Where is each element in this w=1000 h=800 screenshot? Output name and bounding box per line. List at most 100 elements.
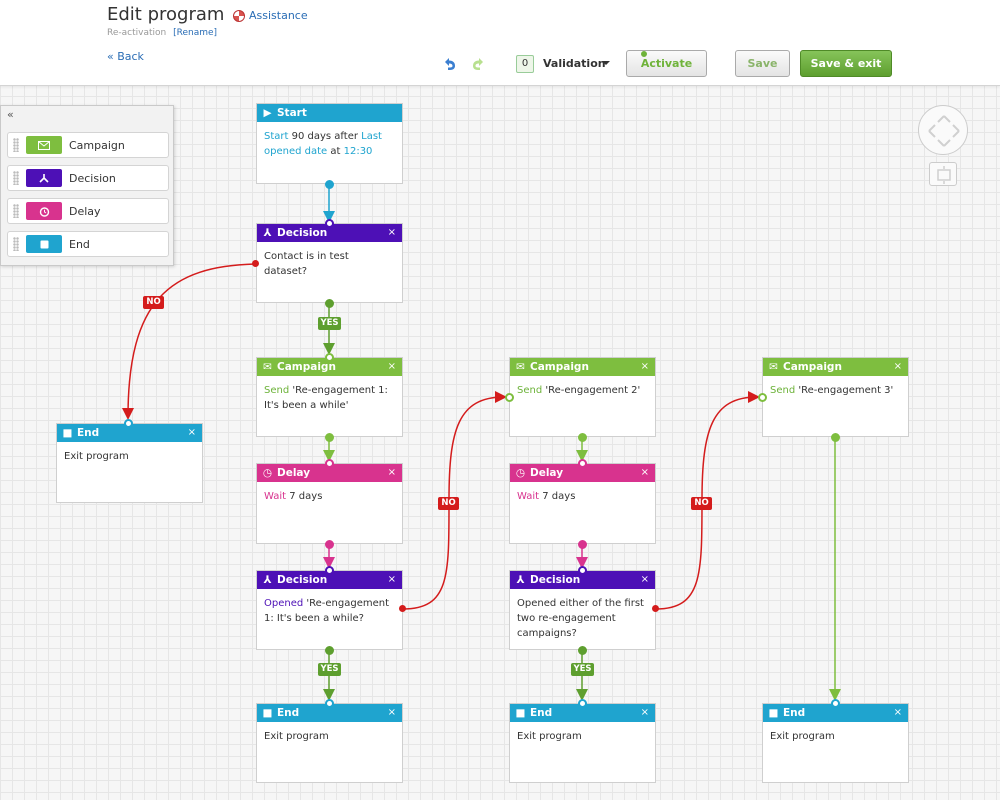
branch-icon (26, 169, 62, 187)
date-field-link[interactable]: Last opened date (264, 131, 382, 157)
input-port[interactable] (578, 699, 587, 708)
node-title: Campaign (783, 361, 842, 373)
save-exit-button[interactable]: Save & exit (800, 50, 892, 77)
output-port[interactable] (399, 605, 406, 612)
save-button[interactable]: Save (735, 50, 790, 77)
input-port[interactable] (831, 699, 840, 708)
node-title: Decision (277, 227, 328, 239)
close-icon[interactable]: × (893, 707, 902, 718)
input-port[interactable] (325, 353, 334, 362)
node-header: ■End × (763, 704, 908, 722)
palette-item-delay[interactable]: Delay (7, 198, 169, 224)
drag-handle-icon[interactable] (13, 204, 19, 218)
redo-icon[interactable] (470, 56, 486, 72)
output-port[interactable] (325, 540, 334, 549)
send-keyword[interactable]: Send (770, 385, 796, 396)
opened-keyword[interactable]: Opened (264, 598, 304, 609)
input-port[interactable] (325, 219, 334, 228)
back-link[interactable]: « Back (107, 50, 144, 63)
node-title: Delay (277, 467, 311, 479)
send-keyword[interactable]: Send (264, 385, 290, 396)
output-port[interactable] (578, 646, 587, 655)
palette-item-campaign[interactable]: Campaign (7, 132, 169, 158)
close-icon[interactable]: × (387, 707, 396, 718)
end-node[interactable]: ■End × Exit program (256, 703, 403, 783)
wait-keyword[interactable]: Wait (264, 491, 287, 502)
node-content: Wait 7 days (257, 482, 402, 511)
alarm-clock-icon: ◷ (262, 467, 273, 479)
delay-node[interactable]: ◷ Delay × Wait 7 days (256, 463, 403, 544)
palette-item-end[interactable]: End (7, 231, 169, 257)
square-stop-icon: ■ (262, 707, 273, 719)
output-port[interactable] (652, 605, 659, 612)
activate-button[interactable]: Activate (626, 50, 707, 77)
palette-item-decision[interactable]: Decision (7, 165, 169, 191)
close-icon[interactable]: × (387, 227, 396, 238)
campaign-node[interactable]: ✉Campaign × Send 'Re-engagement 1: It's … (256, 357, 403, 437)
node-title: Delay (530, 467, 564, 479)
close-icon[interactable]: × (387, 467, 396, 478)
output-port[interactable] (578, 540, 587, 549)
header-bar: Edit program Assistance Re-activation [R… (0, 0, 1000, 86)
output-port[interactable] (325, 433, 334, 442)
node-content: Wait 7 days (510, 482, 655, 511)
validation-count-badge: 0 (516, 55, 534, 73)
input-port[interactable] (758, 393, 767, 402)
caret-down-icon[interactable] (602, 61, 610, 65)
end-node[interactable]: ■End × Exit program (509, 703, 656, 783)
start-keyword[interactable]: Start (264, 131, 289, 142)
input-port[interactable] (578, 566, 587, 575)
output-port[interactable] (252, 260, 259, 267)
status-dot-icon (640, 51, 647, 57)
input-port[interactable] (325, 566, 334, 575)
decision-node[interactable]: ⅄Decision × Opened 'Re-engagement 1: It'… (256, 570, 403, 650)
drag-handle-icon[interactable] (13, 138, 19, 152)
close-icon[interactable]: × (387, 361, 396, 372)
close-icon[interactable]: × (640, 574, 649, 585)
send-keyword[interactable]: Send (517, 385, 543, 396)
node-title: Decision (277, 574, 328, 586)
close-icon[interactable]: × (640, 707, 649, 718)
pan-control[interactable] (918, 105, 968, 155)
campaign-node[interactable]: ✉Campaign × Send 'Re-engagement 2' (509, 357, 656, 437)
square-stop-icon: ■ (62, 427, 73, 439)
input-port[interactable] (578, 459, 587, 468)
start-node[interactable]: ▶Start Start 90 days after Last opened d… (256, 103, 403, 184)
collapse-icon[interactable]: « (7, 108, 14, 121)
palette-item-label: Delay (69, 205, 101, 218)
rename-link[interactable]: [Rename] (173, 28, 218, 38)
output-port[interactable] (325, 646, 334, 655)
decision-node[interactable]: ⅄Decision × Contact is in test dataset? (256, 223, 403, 303)
close-icon[interactable]: × (640, 467, 649, 478)
yes-branch-label: YES (571, 663, 594, 676)
input-port[interactable] (505, 393, 514, 402)
close-icon[interactable]: × (893, 361, 902, 372)
time-link[interactable]: 12:30 (343, 146, 373, 157)
input-port[interactable] (325, 699, 334, 708)
no-branch-label: NO (691, 497, 712, 510)
input-port[interactable] (325, 459, 334, 468)
assistance-link[interactable]: Assistance (233, 9, 308, 22)
close-icon[interactable]: × (387, 574, 396, 585)
output-port[interactable] (325, 299, 334, 308)
close-icon[interactable]: × (640, 361, 649, 372)
fit-to-screen-icon[interactable] (929, 162, 957, 186)
campaign-node[interactable]: ✉Campaign × Send 'Re-engagement 3' (762, 357, 909, 437)
decision-node[interactable]: ⅄Decision × Opened either of the first t… (509, 570, 656, 650)
drag-handle-icon[interactable] (13, 237, 19, 251)
output-port[interactable] (325, 180, 334, 189)
drag-handle-icon[interactable] (13, 171, 19, 185)
close-icon[interactable]: × (187, 427, 196, 438)
end-node[interactable]: ■End × Exit program (56, 423, 203, 503)
activate-label: Activate (640, 57, 693, 70)
output-port[interactable] (578, 433, 587, 442)
output-port[interactable] (831, 433, 840, 442)
delay-node[interactable]: ◷Delay × Wait 7 days (509, 463, 656, 544)
undo-icon[interactable] (442, 56, 458, 72)
input-port[interactable] (124, 419, 133, 428)
page-title: Edit program (107, 4, 225, 25)
end-node[interactable]: ■End × Exit program (762, 703, 909, 783)
palette-item-label: End (69, 238, 90, 251)
validation-dropdown[interactable]: Validation (543, 57, 606, 70)
wait-keyword[interactable]: Wait (517, 491, 540, 502)
